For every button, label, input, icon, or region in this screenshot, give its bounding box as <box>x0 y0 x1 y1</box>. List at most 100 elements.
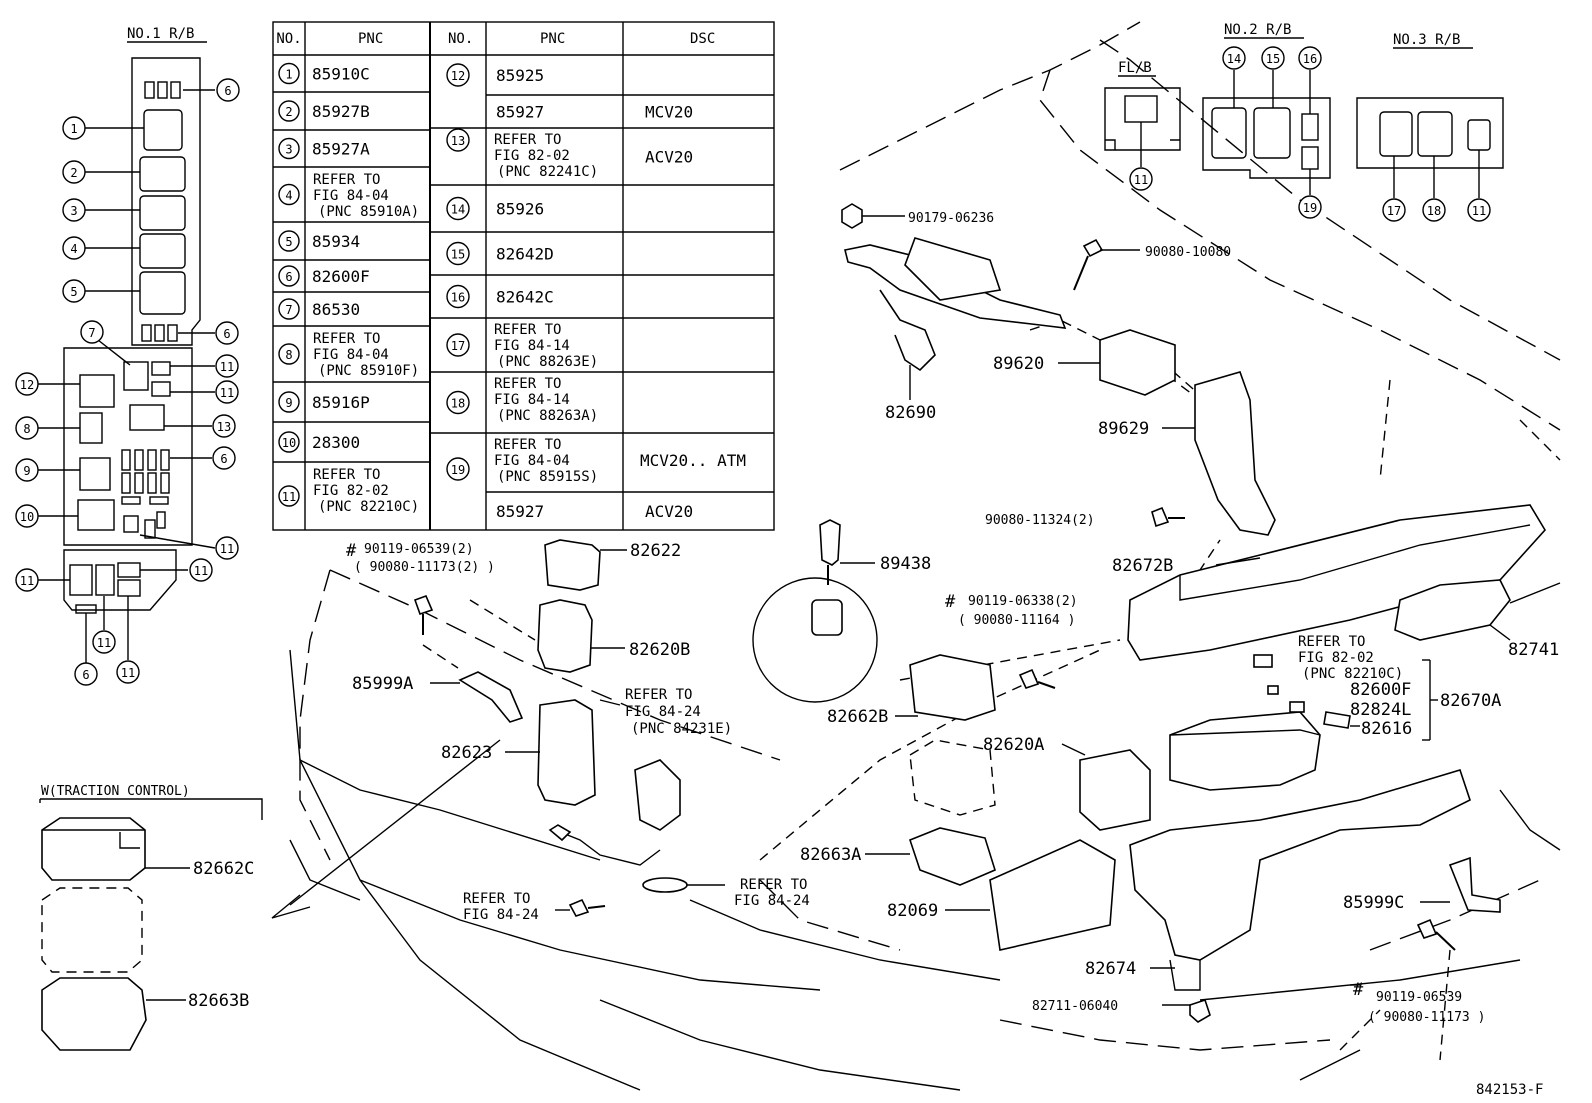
callout-number: 11 <box>194 564 208 578</box>
table-cell-dsc: ACV20 <box>645 502 693 521</box>
connector-82690 <box>879 289 936 372</box>
refer-84-24-line3: (PNC 84231E) <box>631 721 732 737</box>
callout-number: 15 <box>451 248 465 262</box>
callout-number: 6 <box>220 452 227 466</box>
callout-rb2_19: 19 <box>1298 195 1322 219</box>
refer-84-24-c-line1: REFER TO <box>740 877 807 893</box>
callout-c3: 3 <box>62 198 86 222</box>
callout-number: 11 <box>220 542 234 556</box>
relay-82622 <box>544 539 601 591</box>
label-82663b: 82663B <box>188 991 249 1011</box>
callout-number: 18 <box>451 397 465 411</box>
label-89438: 89438 <box>880 554 931 574</box>
callout-c5: 5 <box>62 279 86 303</box>
table-cell-pnc: REFER TO <box>494 132 561 148</box>
label-82620a: 82620A <box>983 735 1044 755</box>
table-row-number: 14 <box>446 196 470 221</box>
table-cell-pnc: 85916P <box>312 393 370 412</box>
callout-number: 14 <box>451 203 465 217</box>
table-row-number: 3 <box>278 137 300 160</box>
holder-82623 <box>537 699 596 806</box>
callout-number: 16 <box>1303 52 1317 66</box>
table-row-number: 13 <box>446 128 470 152</box>
cover-82662b <box>909 654 996 721</box>
label-82600f: 82600F <box>1350 680 1411 700</box>
bracket-89629 <box>1194 371 1276 536</box>
lower-housing-82674 <box>1129 769 1471 961</box>
label-82663a: 82663A <box>800 845 861 865</box>
label-90080-11173-2: ( 90080-11173(2) ) <box>354 560 495 575</box>
label-82672b: 82672B <box>1112 556 1173 576</box>
callout-number: 5 <box>285 235 292 249</box>
callout-c1: 1 <box>62 116 86 140</box>
callout-number: 4 <box>70 242 77 256</box>
callout-c6d: 6 <box>74 662 98 686</box>
relay-82620b <box>537 599 593 673</box>
body-outline <box>289 21 1561 1091</box>
table-header-no: NO. <box>448 31 473 47</box>
table-row-number: 12 <box>446 63 470 87</box>
ecu-module <box>904 237 1002 301</box>
callout-number: 2 <box>285 105 292 119</box>
callout-rb3_18: 18 <box>1422 198 1446 222</box>
callout-number: 16 <box>451 291 465 305</box>
callout-c2: 2 <box>62 160 86 184</box>
label-89629: 89629 <box>1098 419 1149 439</box>
table-cell-dsc: ACV20 <box>645 148 693 167</box>
table-cell-pnc: 85926 <box>496 200 544 219</box>
part-labels: 90179-06236 90080-10080 89620 82690 8962… <box>188 211 1559 1098</box>
table-cell-pnc: 85925 <box>496 66 544 85</box>
table-cell-pnc: REFER TO <box>313 172 380 188</box>
table-header-no: NO. <box>276 31 301 47</box>
callout-c6a: 6 <box>216 78 240 102</box>
table-cell-pnc: 82642C <box>496 288 554 307</box>
table-header-dsc: DSC <box>690 31 715 47</box>
refer-84-24-line1: REFER TO <box>625 687 692 703</box>
callout-c11c: 11 <box>215 536 239 560</box>
table-row-number: 6 <box>278 265 300 287</box>
dashed-inner-cover <box>41 887 143 973</box>
callout-number: 11 <box>1472 204 1486 218</box>
table-row-number: 9 <box>278 391 300 413</box>
table-row-number: 8 <box>278 343 300 365</box>
callout-number: 12 <box>20 378 34 392</box>
table-cell-pnc: FIG 84-04 <box>494 453 570 469</box>
rb1-title: NO.1 R/B <box>127 26 194 42</box>
table-cell-pnc: REFER TO <box>313 467 380 483</box>
table-cell-pnc: 86530 <box>312 300 360 319</box>
label-85999c: 85999C <box>1343 893 1404 913</box>
callout-rb2_16: 16 <box>1298 46 1322 70</box>
callout-number: 11 <box>282 490 296 504</box>
callout-number: 15 <box>1266 52 1280 66</box>
callout-number: 11 <box>20 574 34 588</box>
table-cell-pnc: REFER TO <box>494 376 561 392</box>
bracket-85999a <box>458 671 524 723</box>
label-89620: 89620 <box>993 354 1044 374</box>
callout-rb2_14: 14 <box>1222 46 1246 70</box>
relay-block-no1: NO.1 R/B <box>15 26 240 686</box>
callout-number: 2 <box>70 166 77 180</box>
traction-control-group: W(TRACTION CONTROL) <box>39 739 501 1051</box>
label-82674: 82674 <box>1085 959 1136 979</box>
table-cell-dsc: MCV20 <box>645 103 693 122</box>
table-row-number: 16 <box>446 284 470 309</box>
callout-number: 9 <box>285 396 292 410</box>
label-82690: 82690 <box>885 403 936 423</box>
table-row-number: 2 <box>278 100 300 122</box>
callout-c10: 10 <box>15 504 39 528</box>
refer-84-24-b-line2: FIG 84-24 <box>463 907 539 923</box>
callout-number: 19 <box>1303 201 1317 215</box>
table-cell-pnc: 85927 <box>496 502 544 521</box>
callout-number: 14 <box>1227 52 1241 66</box>
table-row-number: 11 <box>278 485 300 507</box>
table-row-number: 4 <box>278 183 300 206</box>
nut-90179 <box>841 203 863 229</box>
callout-number: 9 <box>23 464 30 478</box>
callout-flb11: 11 <box>1129 167 1153 191</box>
callout-c7: 7 <box>80 320 104 344</box>
table-row-number: 10 <box>278 431 300 453</box>
table-cell-dsc: MCV20.. ATM <box>640 451 746 470</box>
table-cell-pnc: 82642D <box>496 245 554 264</box>
callout-number: 12 <box>451 69 465 83</box>
